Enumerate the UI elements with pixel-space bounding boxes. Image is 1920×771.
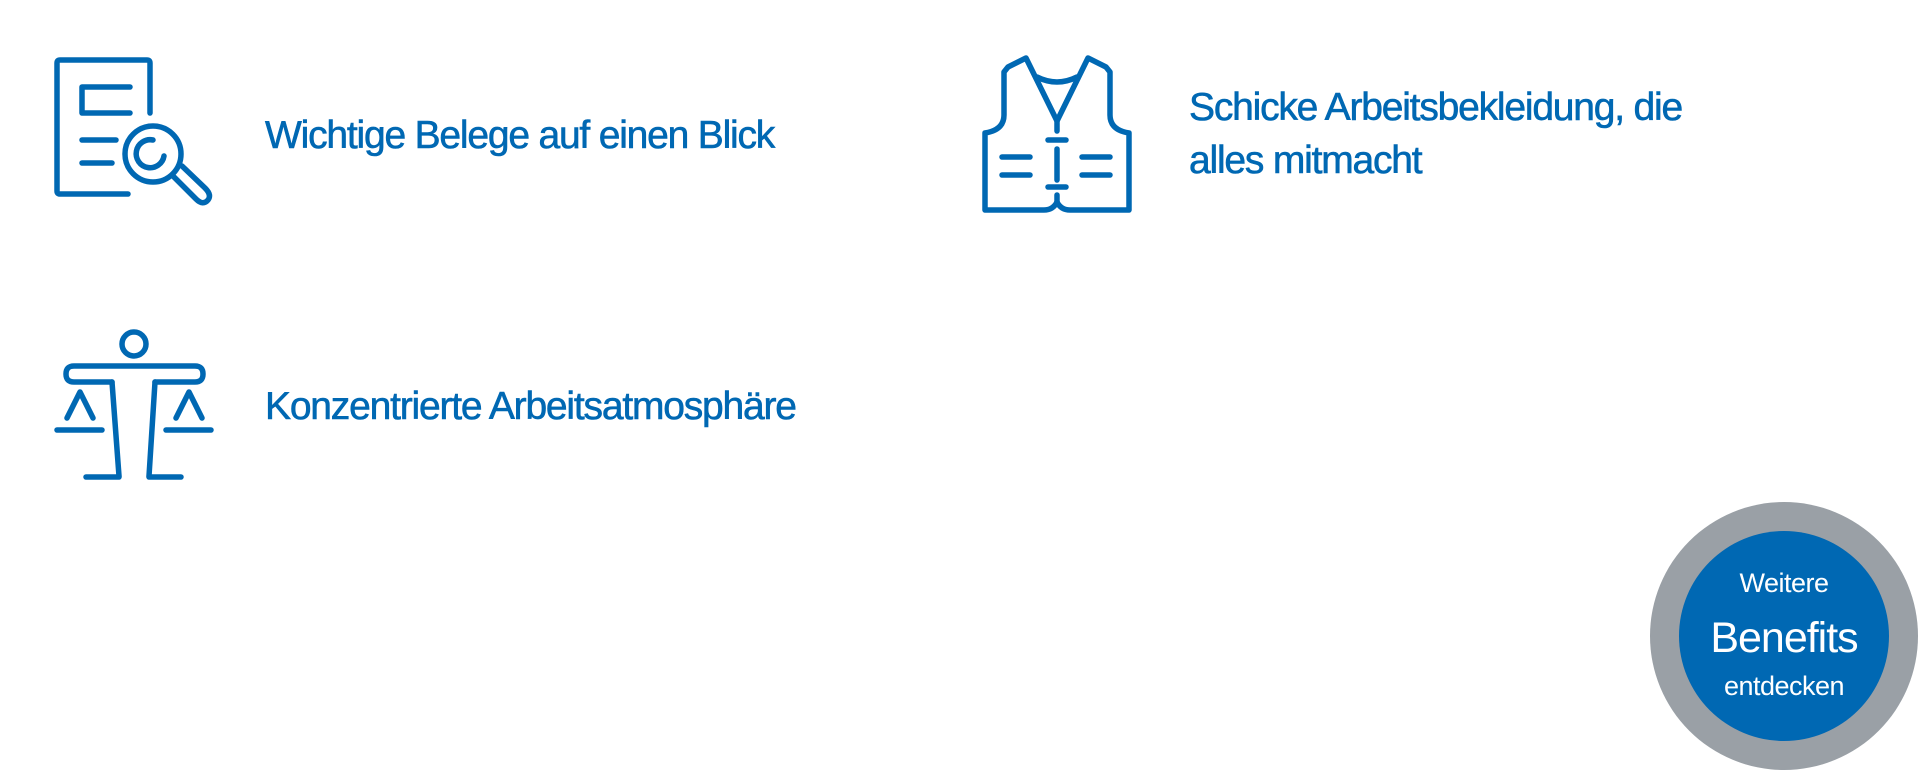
badge-line-weitere: Weitere xyxy=(1739,568,1829,598)
benefit-text-line: Schicke Arbeitsbekleidung, die xyxy=(1189,86,1684,130)
balance-scale-person-icon xyxy=(50,325,220,490)
work-vest-icon xyxy=(978,52,1138,218)
benefit-text-atmosphere: Konzentrierte Arbeitsatmosphäre xyxy=(265,380,798,433)
document-search-icon xyxy=(50,52,220,222)
benefit-text-line: alles mitmacht xyxy=(1189,139,1423,183)
more-benefits-button[interactable]: Weitere Benefits entdecken xyxy=(1650,502,1918,770)
benefit-text-line: Konzentrierte Arbeitsatmosphäre xyxy=(265,385,798,429)
benefit-text-line: Wichtige Belege auf einen Blick xyxy=(265,114,776,158)
badge-line-benefits: Benefits xyxy=(1710,614,1858,662)
benefit-text-receipts: Wichtige Belege auf einen Blick xyxy=(265,109,776,162)
benefit-text-workwear: Schicke Arbeitsbekleidung, die alles mit… xyxy=(1189,81,1684,187)
badge-line-entdecken: entdecken xyxy=(1723,671,1845,701)
more-benefits-button-inner[interactable]: Weitere Benefits entdecken xyxy=(1679,531,1889,741)
